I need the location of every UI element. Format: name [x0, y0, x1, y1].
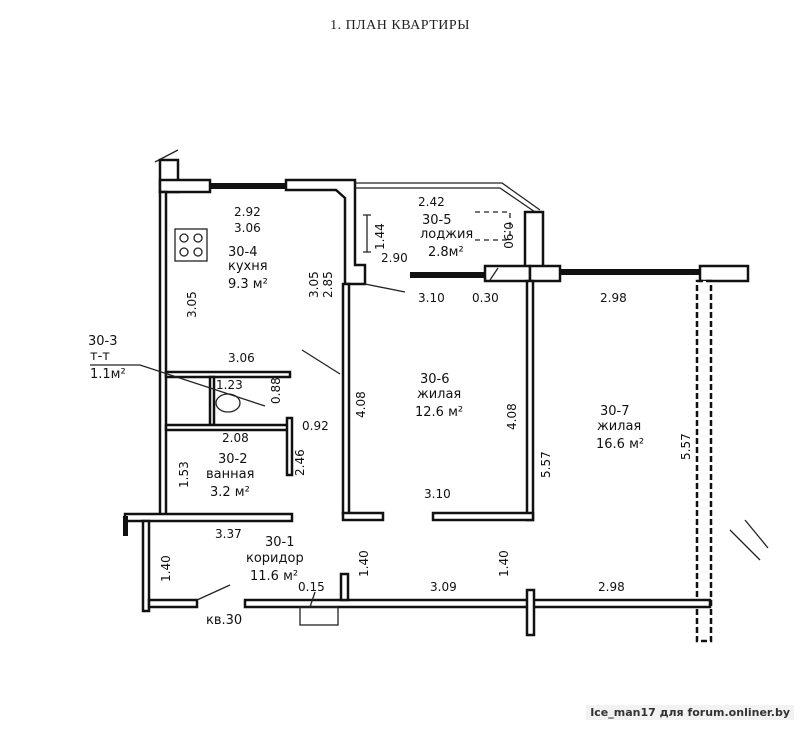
dim: 3.06 — [228, 351, 255, 365]
dim: 4.08 — [354, 391, 368, 418]
room-id: 30-2 — [218, 452, 248, 467]
plan-title: 1. ПЛАН КВАРТИРЫ — [330, 18, 470, 33]
room-area: 11.6 м² — [250, 569, 298, 584]
loggia-window — [410, 272, 485, 278]
dim: 2.46 — [293, 449, 307, 476]
dim: 3.05 — [185, 291, 199, 318]
dim: 3.05 — [307, 271, 321, 298]
room-id: 30-6 — [420, 372, 450, 387]
room-name: коридор — [246, 551, 304, 566]
dim: 1.40 — [497, 550, 511, 577]
room-area: 1.1м² — [90, 367, 126, 382]
room-id: 30-5 — [422, 213, 452, 228]
dim: 1.40 — [159, 555, 173, 582]
walls — [90, 149, 769, 643]
dim: 5.57 — [679, 433, 693, 460]
dim: 1.44 — [373, 223, 387, 250]
watermark: Ice_man17 для forum.onliner.by — [586, 705, 794, 720]
room-30-6-label: 30-6 жилая 12.6 м² — [415, 372, 463, 420]
dim: 2.92 — [234, 205, 261, 219]
room-name: ванная — [206, 467, 254, 482]
dim: 3.09 — [430, 580, 457, 594]
room-30-1-label: 30-1 коридор 11.6 м² — [246, 535, 304, 584]
dim: 0.88 — [269, 377, 283, 404]
dim: 3.37 — [215, 527, 242, 541]
dim: 0.30 — [472, 291, 499, 305]
room-name: кухня — [228, 259, 268, 274]
room-30-7-label: 30-7 жилая 16.6 м² — [596, 404, 644, 452]
room-area: 16.6 м² — [596, 437, 644, 452]
room-name: т-т — [90, 349, 110, 364]
dim: 5.57 — [539, 451, 553, 478]
dim: 0.92 — [302, 419, 329, 433]
room-name: лоджия — [420, 227, 473, 242]
kitchen-window — [210, 183, 286, 189]
room-30-2-label: 30-2 ванная 3.2 м² — [206, 452, 254, 500]
room-30-5-label: 30-5 лоджия 2.8м² — [420, 213, 473, 260]
dim: 4.08 — [505, 403, 519, 430]
dim: 3.06 — [234, 221, 261, 235]
room-30-3-label: 30-3 т-т 1.1м² — [88, 334, 126, 382]
dim: 1.53 — [177, 461, 191, 488]
dim: 0.90 — [501, 222, 515, 249]
room-id: 30-1 — [265, 535, 295, 550]
dim: 0.15 — [298, 580, 325, 594]
room-area: 12.6 м² — [415, 405, 463, 420]
dim: 2.85 — [321, 271, 335, 298]
dim: 1.40 — [357, 550, 371, 577]
dimension-labels: 2.92 3.06 3.05 3.05 2.85 2.42 1.44 2.90 … — [159, 195, 693, 628]
room-area: 9.3 м² — [228, 277, 268, 292]
dim: 2.98 — [598, 580, 625, 594]
room7-window — [560, 269, 700, 275]
dim: 2.08 — [222, 431, 249, 445]
dim: 3.10 — [418, 291, 445, 305]
dim: 2.90 — [381, 251, 408, 265]
stove-icon — [174, 228, 208, 262]
dim: 3.10 — [424, 487, 451, 501]
dim: 2.98 — [600, 291, 627, 305]
room-30-4-label: 30-4 кухня 9.3 м² — [228, 245, 268, 292]
apartment-label: кв.30 — [206, 613, 242, 628]
room-area: 3.2 м² — [210, 485, 250, 500]
room-name: жилая — [597, 419, 641, 434]
room-id: 30-7 — [600, 404, 630, 419]
room-area: 2.8м² — [428, 245, 464, 260]
room-name: жилая — [417, 387, 461, 402]
room-id: 30-4 — [228, 245, 258, 260]
room-id: 30-3 — [88, 334, 118, 349]
dim: 2.42 — [418, 195, 445, 209]
dim: 1.23 — [216, 378, 243, 392]
